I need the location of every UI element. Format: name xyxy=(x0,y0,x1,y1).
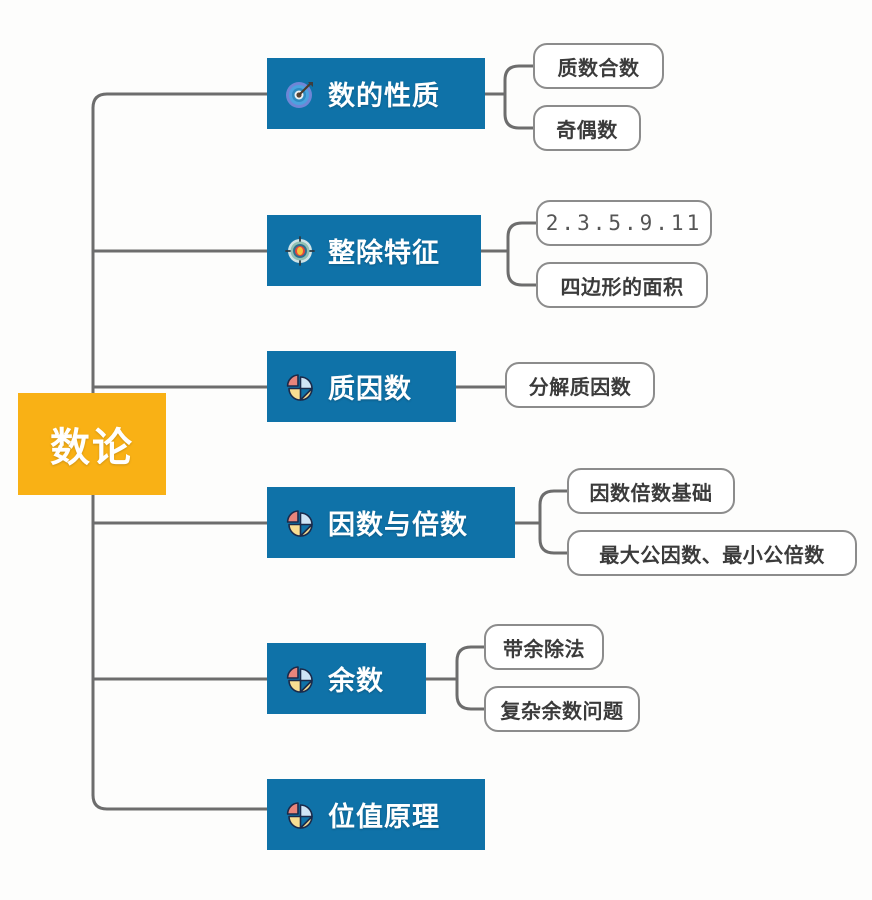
leaf-node-4-2[interactable]: 最大公因数、最小公倍数 xyxy=(567,530,857,576)
edge-branch-5-leaf-2 xyxy=(455,677,486,711)
crosshair-scope-icon xyxy=(285,235,315,266)
edge-branch-1-leaf-1 xyxy=(503,64,535,96)
leaf-node-4-2-label: 最大公因数、最小公倍数 xyxy=(599,542,825,567)
branch-node-1[interactable]: 数的性质 xyxy=(267,58,485,129)
leaf-node-1-1[interactable]: 质数合数 xyxy=(533,43,664,89)
leaf-node-4-1[interactable]: 因数倍数基础 xyxy=(567,468,735,514)
leaf-node-3-1[interactable]: 分解质因数 xyxy=(505,362,655,408)
leaf-node-1-2-label: 奇偶数 xyxy=(556,117,618,142)
root-node[interactable]: 数论 xyxy=(18,393,166,495)
branch-node-4-label: 因数与倍数 xyxy=(328,510,468,541)
leaf-node-1-2[interactable]: 奇偶数 xyxy=(533,105,641,151)
pie-chart-icon xyxy=(286,801,313,829)
leaf-node-5-1-label: 带余除法 xyxy=(503,636,585,661)
branch-node-4[interactable]: 因数与倍数 xyxy=(267,487,515,558)
branch-node-1-label: 数的性质 xyxy=(328,81,440,112)
leaf-node-2-1[interactable]: 2.3.5.9.11 xyxy=(536,200,712,246)
root-node-label: 数论 xyxy=(50,425,134,471)
branch-node-6[interactable]: 位值原理 xyxy=(267,779,485,850)
edge-branch-4-leaf-2 xyxy=(538,521,569,555)
edge-branch-2-leaf-1 xyxy=(506,221,538,253)
edge-trunk-branch-6 xyxy=(91,793,269,811)
bullseye-target-icon xyxy=(286,81,313,108)
branch-node-2[interactable]: 整除特征 xyxy=(267,215,481,286)
branch-node-2-label: 整除特征 xyxy=(328,238,440,269)
pie-chart-icon xyxy=(286,665,313,693)
pie-chart-icon xyxy=(286,509,313,537)
branch-node-5-label: 余数 xyxy=(328,666,384,697)
leaf-node-2-1-label: 2.3.5.9.11 xyxy=(545,211,703,235)
branch-node-5[interactable]: 余数 xyxy=(267,643,426,714)
leaf-node-2-2[interactable]: 四边形的面积 xyxy=(536,262,708,308)
edge-branch-2-leaf-2 xyxy=(506,249,538,287)
leaf-node-5-2-label: 复杂余数问题 xyxy=(500,698,624,723)
edge-branch-4-leaf-1 xyxy=(538,489,569,525)
leaf-node-5-2[interactable]: 复杂余数问题 xyxy=(484,686,640,732)
edge-branch-1-leaf-2 xyxy=(503,92,535,130)
pie-chart-icon xyxy=(286,373,313,401)
leaf-node-1-1-label: 质数合数 xyxy=(557,55,640,80)
edge-branch-5-leaf-1 xyxy=(455,645,486,681)
leaf-node-4-1-label: 因数倍数基础 xyxy=(589,480,713,505)
branch-node-3[interactable]: 质因数 xyxy=(267,351,456,422)
leaf-node-3-1-label: 分解质因数 xyxy=(528,374,632,399)
branch-node-6-label: 位值原理 xyxy=(328,802,440,833)
edge-trunk-branch-1 xyxy=(91,92,269,110)
leaf-node-5-1[interactable]: 带余除法 xyxy=(484,624,604,670)
branch-node-3-label: 质因数 xyxy=(328,374,412,405)
leaf-node-2-2-label: 四边形的面积 xyxy=(560,274,684,299)
